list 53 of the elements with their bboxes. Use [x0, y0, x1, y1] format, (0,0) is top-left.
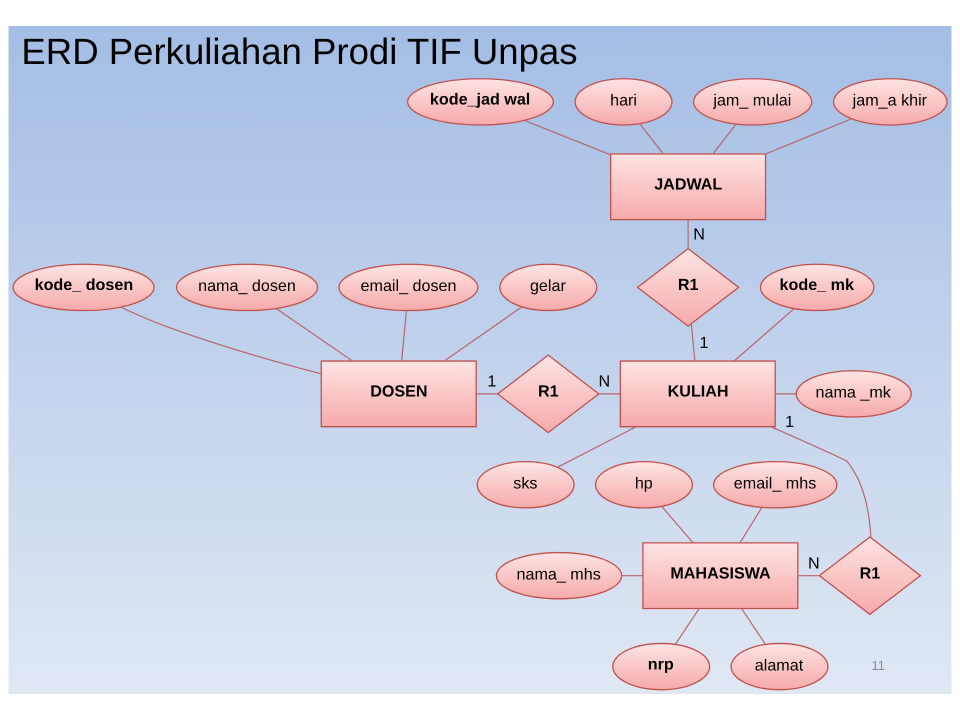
connector: [775, 393, 796, 394]
edge-label: 1: [700, 334, 709, 352]
connector: [599, 393, 620, 394]
node-ellipse: nama_ mhs: [496, 552, 622, 600]
diagram-title: ERD Perkuliahan Prodi TIF Unpas: [21, 30, 578, 72]
node-box: KULIAH: [620, 360, 776, 428]
node-box: MAHASISWA: [642, 542, 798, 610]
connector: [766, 118, 852, 154]
connector: [401, 310, 407, 361]
connector: [120, 306, 322, 374]
connector: [798, 575, 820, 576]
connector: [739, 507, 762, 544]
connector: [276, 308, 353, 362]
connector: [622, 575, 643, 576]
node-ellipse: hari: [574, 78, 673, 126]
node-diamond: R1: [636, 248, 740, 327]
connector: [557, 426, 636, 468]
edge-label: 1: [785, 412, 794, 431]
node-ellipse: kode_jad wal: [407, 78, 554, 126]
connector: [674, 608, 700, 645]
connector: [734, 308, 795, 362]
edge-label: N: [808, 554, 820, 572]
connector: [476, 393, 498, 394]
node-ellipse: nama _mk: [796, 370, 912, 418]
connector: [688, 220, 689, 248]
node-ellipse: jam_ mulai: [692, 78, 812, 126]
connector: [712, 124, 736, 154]
node-ellipse: sks: [476, 461, 575, 509]
node-ellipse: kode_ mk: [760, 264, 874, 312]
connector: [444, 306, 522, 362]
connector: [524, 120, 611, 156]
connector: [770, 426, 872, 538]
node-ellipse: email_ mhs: [712, 461, 838, 509]
node-box: JADWAL: [610, 153, 766, 220]
connector: [661, 506, 694, 544]
node-diamond: R1: [818, 536, 922, 616]
node-ellipse: hp: [594, 461, 694, 509]
node-ellipse: gelar: [499, 264, 598, 312]
node-diamond: R1: [496, 354, 600, 434]
node-ellipse: jam_a khir: [833, 78, 948, 126]
edge-label: N: [598, 372, 610, 391]
node-ellipse: nrp: [612, 642, 710, 690]
label: 11: [872, 658, 885, 673]
node-ellipse: alamat: [730, 642, 829, 690]
connector: [639, 123, 664, 154]
edge-label: N: [693, 225, 705, 244]
connector: [690, 324, 696, 362]
node-ellipse: kode_ dosen: [12, 264, 155, 312]
node-ellipse: email_ dosen: [338, 264, 478, 312]
edge-label: 1: [487, 372, 496, 391]
node-ellipse: nama_ dosen: [176, 264, 318, 312]
connector: [741, 608, 766, 645]
node-box: DOSEN: [320, 360, 477, 428]
